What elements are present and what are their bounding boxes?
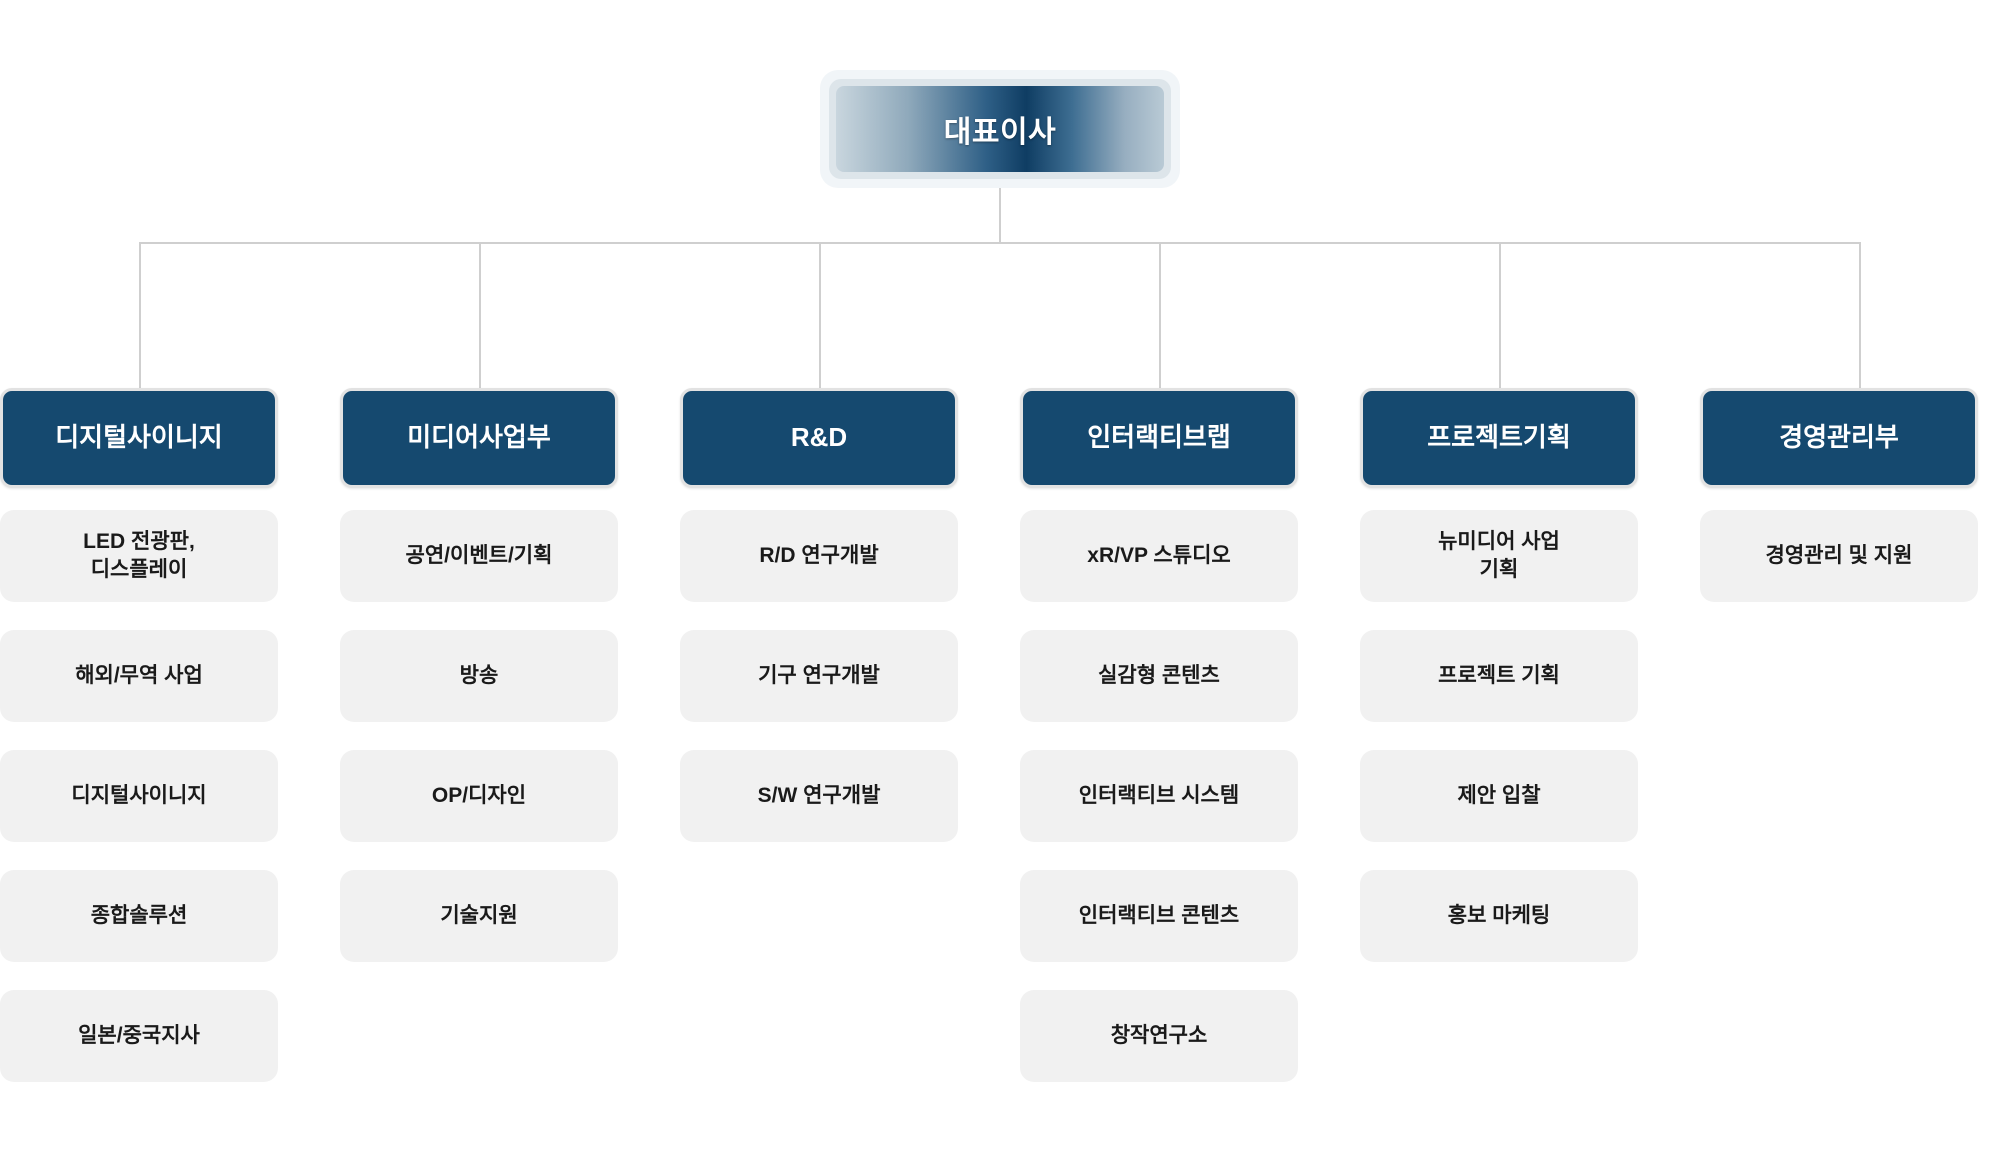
sub-item[interactable]: 디지털사이니지 bbox=[0, 750, 278, 842]
department-column-rnd: R&D R/D 연구개발 기구 연구개발 S/W 연구개발 bbox=[680, 388, 958, 1082]
sub-item[interactable]: 뉴미디어 사업 기획 bbox=[1360, 510, 1638, 602]
root-node-label: 대표이사 bbox=[943, 116, 1057, 149]
sub-item[interactable]: 홍보 마케팅 bbox=[1360, 870, 1638, 962]
dept-header[interactable]: R&D bbox=[680, 388, 958, 488]
connector-drop-6 bbox=[1859, 242, 1861, 390]
sub-item[interactable]: 제안 입찰 bbox=[1360, 750, 1638, 842]
sub-item[interactable]: 공연/이벤트/기획 bbox=[340, 510, 618, 602]
sub-item[interactable]: 인터랙티브 콘텐츠 bbox=[1020, 870, 1298, 962]
sub-item[interactable]: 경영관리 및 지원 bbox=[1700, 510, 1978, 602]
connector-drop-1 bbox=[139, 242, 141, 390]
root-node-body: 대표이사 bbox=[836, 86, 1164, 172]
sub-item[interactable]: 기구 연구개발 bbox=[680, 630, 958, 722]
sub-item[interactable]: 인터랙티브 시스템 bbox=[1020, 750, 1298, 842]
department-column-interactive-lab: 인터랙티브랩 xR/VP 스튜디오 실감형 콘텐츠 인터랙티브 시스템 인터랙티… bbox=[1020, 388, 1298, 1082]
dept-header[interactable]: 인터랙티브랩 bbox=[1020, 388, 1298, 488]
department-column-management: 경영관리부 경영관리 및 지원 bbox=[1700, 388, 1978, 1082]
sub-item[interactable]: 실감형 콘텐츠 bbox=[1020, 630, 1298, 722]
sub-item[interactable]: 해외/무역 사업 bbox=[0, 630, 278, 722]
connector-root-stem bbox=[999, 188, 1001, 243]
sub-item[interactable]: 종합솔루션 bbox=[0, 870, 278, 962]
root-node-ceo[interactable]: 대표이사 bbox=[820, 70, 1180, 188]
sub-item[interactable]: S/W 연구개발 bbox=[680, 750, 958, 842]
sub-item[interactable]: xR/VP 스튜디오 bbox=[1020, 510, 1298, 602]
sub-item[interactable]: LED 전광판, 디스플레이 bbox=[0, 510, 278, 602]
sub-item[interactable]: 프로젝트 기획 bbox=[1360, 630, 1638, 722]
dept-header[interactable]: 디지털사이니지 bbox=[0, 388, 278, 488]
sub-item[interactable]: R/D 연구개발 bbox=[680, 510, 958, 602]
sub-item[interactable]: 방송 bbox=[340, 630, 618, 722]
dept-header[interactable]: 경영관리부 bbox=[1700, 388, 1978, 488]
connector-drop-5 bbox=[1499, 242, 1501, 390]
department-column-digital-signage: 디지털사이니지 LED 전광판, 디스플레이 해외/무역 사업 디지털사이니지 … bbox=[0, 388, 278, 1082]
root-node-ring: 대표이사 bbox=[829, 79, 1171, 179]
sub-item[interactable]: 창작연구소 bbox=[1020, 990, 1298, 1082]
sub-item[interactable]: 일본/중국지사 bbox=[0, 990, 278, 1082]
department-column-project-planning: 프로젝트기획 뉴미디어 사업 기획 프로젝트 기획 제안 입찰 홍보 마케팅 bbox=[1360, 388, 1638, 1082]
dept-header[interactable]: 프로젝트기획 bbox=[1360, 388, 1638, 488]
connector-drop-2 bbox=[479, 242, 481, 390]
connector-drop-4 bbox=[1159, 242, 1161, 390]
sub-item[interactable]: 기술지원 bbox=[340, 870, 618, 962]
department-column-media-business: 미디어사업부 공연/이벤트/기획 방송 OP/디자인 기술지원 bbox=[340, 388, 618, 1082]
department-columns: 디지털사이니지 LED 전광판, 디스플레이 해외/무역 사업 디지털사이니지 … bbox=[0, 388, 2000, 1082]
connector-horizontal-bus bbox=[139, 242, 1860, 244]
sub-item[interactable]: OP/디자인 bbox=[340, 750, 618, 842]
dept-header[interactable]: 미디어사업부 bbox=[340, 388, 618, 488]
connector-drop-3 bbox=[819, 242, 821, 390]
